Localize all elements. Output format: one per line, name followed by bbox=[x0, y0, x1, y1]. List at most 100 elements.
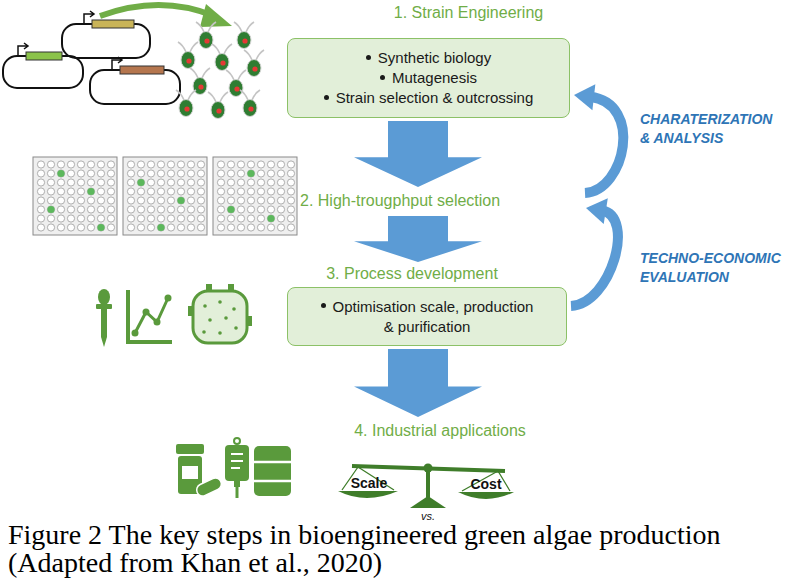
pipette-bulb bbox=[98, 289, 110, 305]
gene-insert bbox=[120, 66, 164, 74]
pipette-icon bbox=[96, 289, 112, 347]
block-arrow bbox=[354, 216, 482, 262]
flow-arrow bbox=[354, 349, 482, 417]
block-arrow bbox=[354, 349, 482, 417]
balance-icon bbox=[338, 464, 514, 509]
positive-well bbox=[177, 197, 184, 204]
pipette-tube bbox=[101, 309, 107, 337]
bullet-dot bbox=[366, 55, 371, 60]
bullet-text: Optimisation scale, production & purific… bbox=[333, 298, 534, 335]
process-box: Optimisation scale, production & purific… bbox=[287, 287, 567, 346]
medicine-icon bbox=[176, 444, 223, 498]
chart-marker bbox=[132, 330, 139, 337]
well-plate bbox=[123, 157, 207, 235]
iv-bag bbox=[225, 445, 249, 481]
figure-caption: Figure 2 The key steps in bioengineered … bbox=[8, 521, 778, 577]
block-arrow bbox=[354, 121, 482, 187]
chart-marker bbox=[143, 309, 150, 316]
positive-well bbox=[227, 206, 234, 213]
well-plate bbox=[213, 157, 297, 235]
capsule bbox=[195, 476, 224, 498]
culture-dot bbox=[202, 330, 206, 334]
step-label: 4. Industrial applications bbox=[345, 419, 535, 443]
reactor-vessel bbox=[193, 291, 247, 343]
barrel-hoop bbox=[254, 462, 291, 481]
culture-dot bbox=[218, 331, 222, 335]
bottle-label bbox=[182, 466, 198, 479]
text-label: Cost bbox=[461, 476, 511, 492]
culture-dots bbox=[202, 300, 238, 335]
transform-arrow bbox=[100, 4, 232, 27]
flow-arrow bbox=[574, 84, 623, 193]
culture-dot bbox=[234, 326, 238, 330]
text-label: Scale bbox=[341, 475, 397, 491]
balance-string bbox=[342, 467, 510, 491]
positive-well bbox=[137, 179, 144, 186]
chart-marker bbox=[165, 295, 172, 302]
bullet-dot bbox=[380, 75, 385, 80]
balance-post bbox=[426, 470, 430, 498]
culture-dot bbox=[208, 318, 212, 322]
promoter bbox=[84, 11, 94, 24]
algae-cell bbox=[244, 50, 264, 77]
plasmid bbox=[62, 24, 150, 58]
bullet-line: Strain selection & outcrossing bbox=[324, 88, 534, 108]
bottle-cap bbox=[176, 444, 204, 454]
iv-bag-icon bbox=[225, 438, 249, 498]
positive-well bbox=[157, 224, 164, 231]
transform-arrow-head bbox=[200, 4, 232, 27]
iv-tube bbox=[236, 487, 239, 498]
gene-insert bbox=[92, 20, 134, 28]
chart-icon bbox=[128, 290, 172, 342]
iv-port bbox=[234, 481, 240, 487]
plasmid bbox=[90, 70, 180, 104]
chart-axes bbox=[128, 290, 172, 342]
step-label: 2. High-trougphput selection bbox=[290, 189, 582, 213]
iv-hanger bbox=[234, 438, 240, 444]
culture-dot bbox=[218, 300, 222, 304]
feedback-arrow bbox=[571, 211, 618, 306]
algae-cell bbox=[178, 42, 198, 69]
bullet-text: Mutagenesis bbox=[392, 69, 477, 86]
culture-dot bbox=[203, 304, 207, 308]
edge-label: TECHNO-ECONOMIC EVALUATION bbox=[640, 249, 800, 287]
pipette-tip bbox=[101, 337, 107, 347]
step-title: 1. Strain Engineering bbox=[287, 3, 570, 23]
algae-cells bbox=[176, 22, 264, 119]
edge-label: CHARATERIZATION & ANALYSIS bbox=[640, 110, 772, 148]
step-block: 3. Process developmentOptimisation scale… bbox=[287, 264, 567, 346]
step-title: 2. High-trougphput selection bbox=[300, 192, 500, 209]
iv-scale bbox=[231, 454, 243, 468]
plasmid-group bbox=[3, 11, 180, 104]
well-plates bbox=[33, 157, 297, 235]
positive-well bbox=[87, 188, 94, 195]
flow-arrow bbox=[354, 216, 482, 262]
bullet-line: Optimisation scale, production & purific… bbox=[318, 297, 536, 337]
step-block: 1. Strain EngineeringSynthetic biologyMu… bbox=[287, 3, 570, 118]
culture-dot bbox=[232, 307, 236, 311]
arrow-head bbox=[574, 84, 595, 110]
bullet-text: Synthetic biology bbox=[378, 49, 491, 66]
balance-base bbox=[410, 496, 446, 508]
culture-dot bbox=[224, 316, 228, 320]
bullet-text: Strain selection & outcrossing bbox=[336, 89, 534, 106]
positive-well bbox=[247, 170, 254, 177]
balance-pan bbox=[338, 491, 398, 498]
chart-marker bbox=[154, 319, 161, 326]
bioreactor-icon bbox=[188, 284, 252, 343]
promoter bbox=[112, 57, 122, 70]
plasmid bbox=[3, 56, 83, 88]
bullet-line: Synthetic biology bbox=[366, 48, 491, 68]
algae-cell bbox=[176, 90, 196, 117]
bullet-line: Mutagenesis bbox=[380, 68, 477, 88]
gene-insert bbox=[26, 52, 62, 60]
transform-arrow-shaft bbox=[100, 5, 214, 16]
process-box: Synthetic biologyMutagenesisStrain selec… bbox=[287, 38, 570, 118]
flow-arrow bbox=[354, 121, 482, 187]
barrel-body bbox=[254, 446, 291, 496]
step-title: 4. Industrial applications bbox=[354, 422, 526, 439]
bullet-dot bbox=[321, 303, 326, 308]
balance-pan bbox=[458, 492, 514, 499]
algae-cell bbox=[190, 68, 210, 95]
